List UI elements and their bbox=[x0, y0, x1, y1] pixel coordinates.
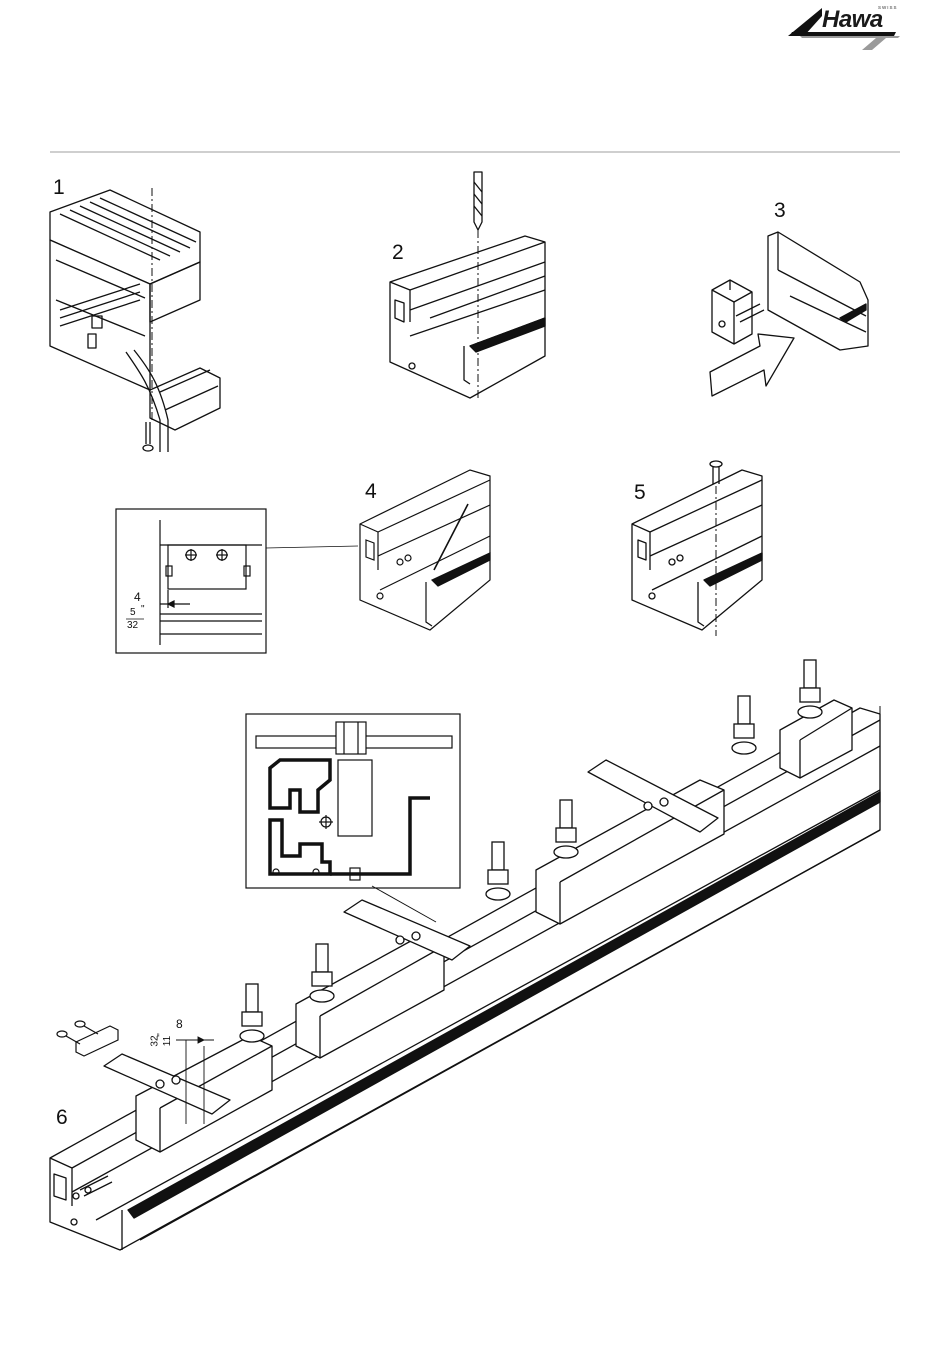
step-6-dimension-inch-denominator: 32 bbox=[151, 1035, 161, 1046]
step-6-dimension-inch-numerator: 11 bbox=[163, 1036, 173, 1046]
step-6-dimension-mm: 8 bbox=[176, 1018, 183, 1030]
